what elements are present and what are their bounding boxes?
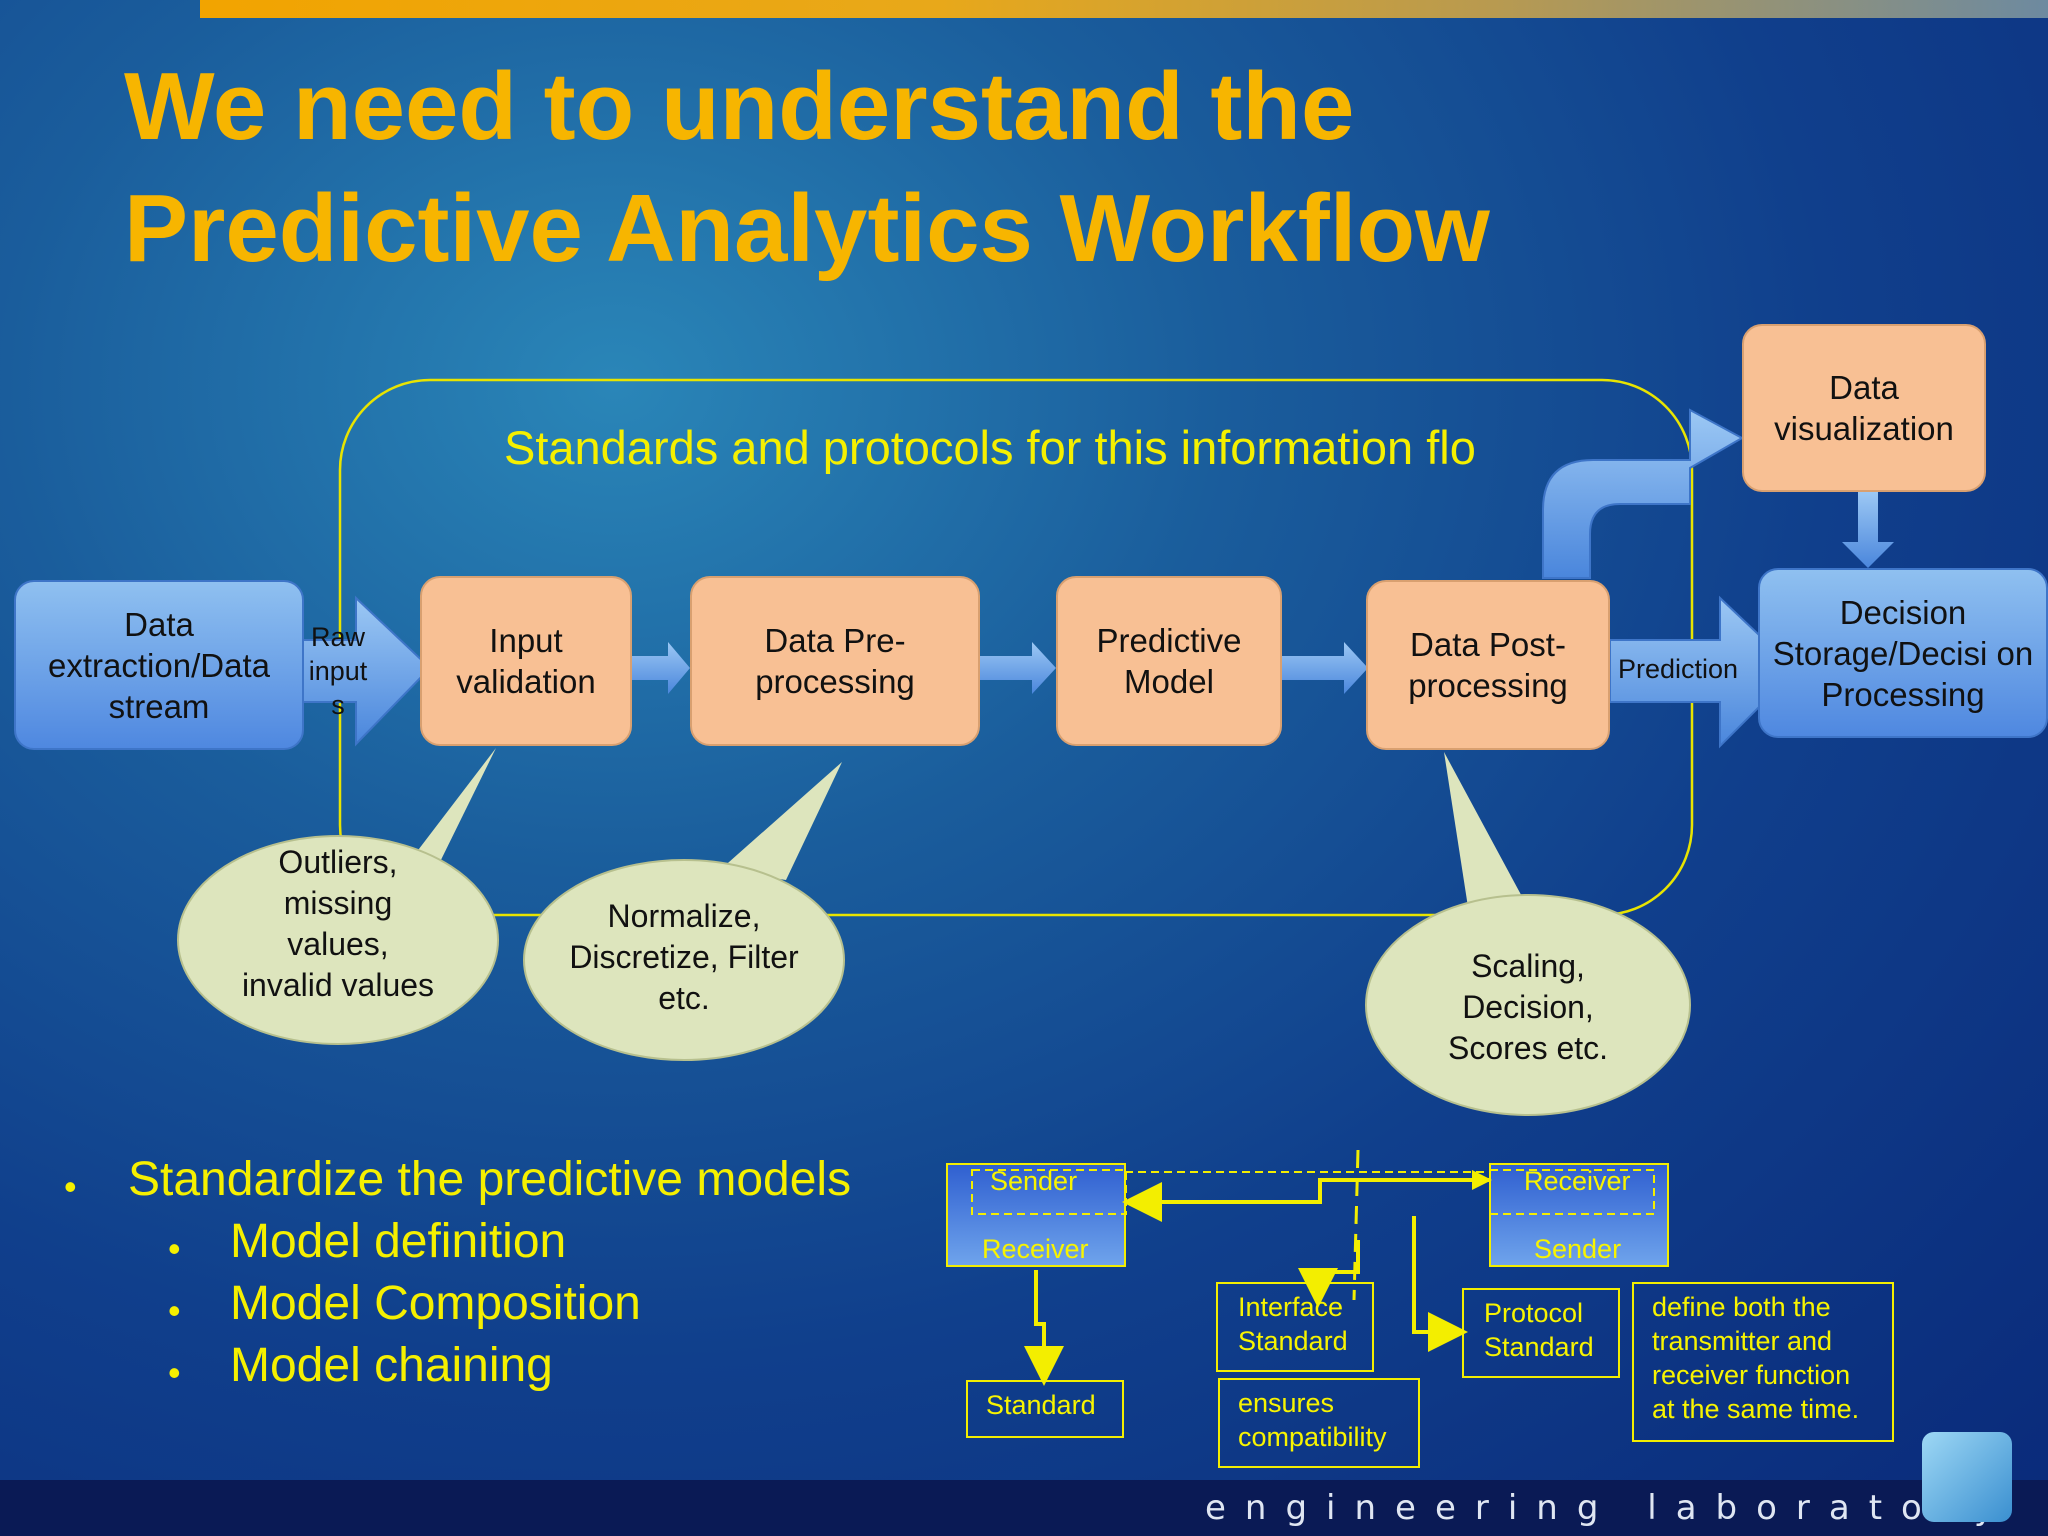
ensures-box: ensures compatibility xyxy=(1218,1378,1420,1468)
node-decision-storage: Decision Storage/Decisi on Processing xyxy=(1758,568,2048,738)
callout-preprocessing-text: Normalize, Discretize, Filter etc. xyxy=(569,898,799,1016)
interface-link xyxy=(1298,1240,1360,1308)
callout-postprocessing xyxy=(1365,894,1691,1116)
callout-preprocessing xyxy=(523,859,845,1061)
bullet-sub-1: Model definition xyxy=(230,1215,567,1268)
define-note-box: define both the transmitter and receiver… xyxy=(1632,1282,1894,1442)
node-pre-processing: Data Pre-processing xyxy=(690,576,980,746)
bullet-sub-3: Model chaining xyxy=(230,1339,553,1392)
footer-bar xyxy=(0,1480,2048,1536)
node-data-extraction: Data extraction/Data stream xyxy=(14,580,304,750)
callout-postprocessing-text: Scaling, Decision, Scores etc. xyxy=(1447,948,1609,1066)
title-line-1: We need to understand the xyxy=(124,53,1355,160)
protocol-standard-box: Protocol Standard xyxy=(1462,1288,1620,1378)
left-entity-top-label: Sender xyxy=(990,1166,1078,1196)
callout-validation xyxy=(177,835,499,1045)
message-path xyxy=(1122,1178,1490,1222)
lab-logo-icon xyxy=(1922,1432,2012,1522)
arrow-visualization-to-decision xyxy=(1842,492,1894,568)
bent-arrow-to-visualization xyxy=(1542,408,1745,579)
left-entity-bottom-label: Receiver xyxy=(982,1234,1089,1264)
arrow-model-to-postprocessing xyxy=(1282,642,1368,694)
bullet-dot: • xyxy=(168,1352,181,1393)
node-input-validation: Input validation xyxy=(420,576,632,746)
title-line-2: Predictive Analytics Workflow xyxy=(124,175,1490,282)
dashed-divider xyxy=(1352,1149,1360,1301)
raw-inputs-label: Raw input s xyxy=(308,622,368,720)
right-entity-top-label: Receiver xyxy=(1524,1166,1631,1196)
prediction-label: Prediction xyxy=(1618,654,1739,684)
right-entity-bottom-label: Sender xyxy=(1534,1234,1622,1264)
bullet-dot: • xyxy=(168,1228,181,1269)
node-post-processing: Data Post-processing xyxy=(1366,580,1610,750)
bullet-dot: • xyxy=(168,1290,181,1331)
arrow-validation-to-preprocessing xyxy=(632,642,690,694)
bullet-main: Standardize the predictive models xyxy=(128,1153,852,1206)
footer-text: engineering laboratory xyxy=(1205,1488,2013,1528)
node-predictive-model: Predictive Model xyxy=(1056,576,1282,746)
right-entity-inner xyxy=(1489,1169,1655,1215)
interface-standard-box: Interface Standard xyxy=(1216,1282,1374,1372)
standard-link xyxy=(1024,1270,1064,1386)
top-accent-bar xyxy=(200,0,2048,18)
loop-label: Standards and protocols for this informa… xyxy=(504,421,1476,474)
arrow-preprocessing-to-model xyxy=(980,642,1056,694)
standard-box: Standard xyxy=(966,1380,1124,1438)
callout-postprocessing-tail xyxy=(1444,752,1526,920)
callout-preprocessing-tail xyxy=(720,762,842,880)
bullet-dot: • xyxy=(64,1166,77,1207)
node-data-visualization: Data visualization xyxy=(1742,324,1986,492)
protocol-link xyxy=(1412,1216,1468,1352)
slide-title: We need to understand the Predictive Ana… xyxy=(124,46,1824,290)
bullet-sub-2: Model Composition xyxy=(230,1277,641,1330)
callout-validation-text: Outliers, missing values, invalid values xyxy=(241,844,435,1003)
